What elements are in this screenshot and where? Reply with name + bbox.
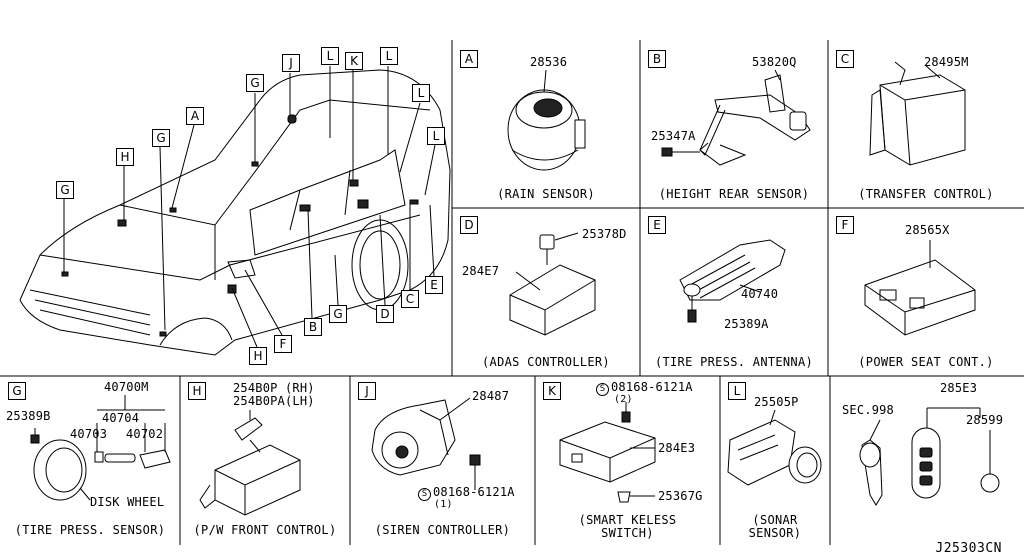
panel-a-caption: (RAIN SENSOR) [497,187,595,201]
panel-k-caption-1: (SMART KELESS [578,513,677,527]
quantity: (1) [434,499,453,510]
panel-c-caption: (TRANSFER CONTROL) [858,187,994,201]
part-number: 40740 [741,287,779,301]
part-number: 28565X [905,223,950,237]
part-number: 40703 [70,427,108,441]
panel-h-letter: H [188,382,206,400]
panel-g-letter: G [8,382,26,400]
vehicle-callout: G [56,181,74,199]
panel-j-letter: J [358,382,376,400]
part-number: 25378D [582,227,627,241]
panel-d-caption: (ADAS CONTROLLER) [482,355,610,369]
siren-controller-illustration [371,397,481,490]
part-number: 25389B [6,409,51,423]
panel-d-letter: D [460,216,478,234]
vehicle-callout: H [116,148,134,166]
panel-l-letter: L [728,382,746,400]
rain-sensor-illustration [507,69,586,171]
part-number: 28599 [966,413,1004,427]
panel-e-letter: E [648,216,666,234]
panel-l-caption-1: (SONAR [752,513,798,527]
part-number: 28536 [530,55,568,69]
vehicle-callout: G [152,129,170,147]
vehicle-callout: J [282,54,300,72]
bolt-part: 08168-6121A [433,485,515,499]
part-number: 28487 [472,389,510,403]
part-number: 40702 [126,427,164,441]
part-number: SEC.998 [842,403,894,417]
quantity: (2) [614,394,633,405]
part-number: 25367G [658,489,703,503]
vehicle-callout: L [321,47,339,65]
part-number: 25389A [724,317,769,331]
vehicle-callout: L [427,127,445,145]
part-number: 254B0P (RH) [233,381,315,395]
transfer-control-illustration [869,61,966,166]
vehicle-callout: G [246,74,264,92]
part-number: 284E7 [462,264,500,278]
vehicle-callout: L [412,84,430,102]
panel-j-caption: (SIREN CONTROLLER) [374,523,511,537]
vehicle-callout: L [380,47,398,65]
panel-k-letter: K [543,382,561,400]
vehicle-callout: K [345,52,363,70]
pw-control-illustration [199,410,301,516]
panel-h-caption: (P/W FRONT CONTROL) [193,523,337,537]
sonar-sensor-illustration [727,409,822,486]
disk-wheel-note: DISK WHEEL [90,495,165,509]
panel-k-caption-2: SWITCH) [601,526,654,540]
part-number: 53820Q [752,55,797,69]
part-number: 40704 [102,411,140,425]
panel-e-caption: (TIRE PRESS. ANTENNA) [654,355,814,369]
panel-g-caption: (TIRE PRESS. SENSOR) [14,523,166,537]
part-number: 40700M [104,380,149,394]
height-sensor-illustration [661,69,811,166]
vehicle-callout: C [401,290,419,308]
vehicle-callout: D [376,305,394,323]
vehicle-callout: G [329,305,347,323]
tire-sensor-illustration [30,395,171,501]
part-number: 285E3 [940,381,978,395]
vehicle-callout: B [304,318,322,336]
tire-antenna-illustration [679,239,786,323]
vehicle-callout: H [249,347,267,365]
diagram-code: J25303CN [935,541,1002,556]
smart-keyless-illustration [559,402,656,503]
panel-c-letter: C [836,50,854,68]
vehicle-callout: F [274,335,292,353]
part-number: 25505P [754,395,799,409]
part-number: 284E3 [658,441,696,455]
part-number: 25347A [651,129,696,143]
panel-f-letter: F [836,216,854,234]
panel-b-letter: B [648,50,666,68]
vehicle-illustration [19,66,451,356]
part-number: 28495M [924,55,969,69]
panel-b-caption: (HEIGHT REAR SENSOR) [658,187,810,201]
panel-a-letter: A [460,50,478,68]
part-number: 254B0PA(LH) [233,394,315,408]
power-seat-illustration [864,240,976,336]
adas-controller-illustration [509,232,596,336]
panel-l-caption-2: SENSOR) [748,526,802,540]
panel-f-caption: (POWER SEAT CONT.) [858,355,994,369]
vehicle-callout: E [425,276,443,294]
bolt-part: 08168-6121A [611,380,693,394]
vehicle-callout: A [186,107,204,125]
key-fob-illustration [859,407,1000,506]
